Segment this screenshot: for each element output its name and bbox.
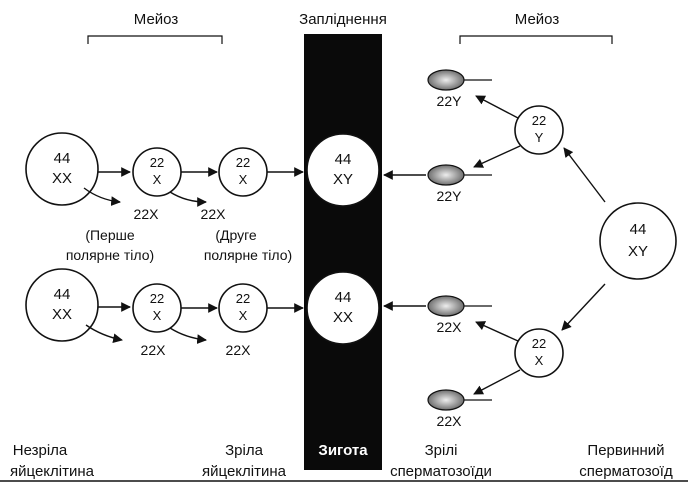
chromosome-number: 22: [236, 155, 250, 170]
immature-egg-bottom: 44 XX: [25, 268, 99, 342]
arrow: [475, 321, 519, 342]
polar-body-label: 22X: [201, 206, 227, 222]
sperm-label: 22Y: [437, 93, 463, 109]
sex-chromosomes: X: [153, 308, 162, 323]
arrow: [561, 283, 606, 331]
chromosome-number: 22: [236, 291, 250, 306]
sex-chromosomes: XX: [333, 309, 353, 326]
footer-mature-egg: яйцеклітина: [202, 463, 287, 480]
footer-zygote: Зигота: [318, 442, 368, 459]
chromosome-number: 44: [335, 151, 352, 168]
sperm-label: 22X: [437, 413, 463, 429]
sex-chromosomes: XY: [628, 243, 648, 260]
sex-chromosomes: X: [239, 308, 248, 323]
arrow: [475, 95, 519, 119]
chromosome-number: 22: [150, 155, 164, 170]
arrow: [473, 145, 521, 168]
header-meiosis-left: Мейоз: [134, 11, 179, 28]
sperm-cell-2: 22Y: [427, 164, 492, 204]
sex-chromosomes: X: [535, 353, 544, 368]
bracket-meiosis-left: [87, 35, 223, 44]
sperm-label: 22X: [437, 319, 463, 335]
sex-chromosomes: Y: [535, 130, 544, 145]
chromosome-number: 22: [532, 113, 546, 128]
arrow-polar-body: [169, 191, 207, 207]
polar-body-label: 22X: [226, 342, 252, 358]
primary-spermatocyte: 44 XY: [599, 202, 677, 280]
arrow: [563, 147, 606, 203]
secondary-spermatocyte-y: 22 Y: [514, 105, 564, 155]
arrow-polar-body: [85, 324, 123, 344]
footer-mature-egg: Зріла: [225, 442, 263, 459]
secondary-spermatocyte-x: 22 X: [514, 328, 564, 378]
zygote-top: 44 XY: [306, 133, 380, 207]
footer-immature-egg: яйцеклітина: [10, 463, 95, 480]
sex-chromosomes: XX: [52, 306, 72, 323]
polar-body-label: 22X: [141, 342, 167, 358]
sperm-cell-1: 22Y: [427, 69, 492, 109]
chromosome-number: 22: [150, 291, 164, 306]
polar-body-label: полярне тіло): [66, 247, 154, 263]
polar-body-label: 22X: [134, 206, 160, 222]
sex-chromosomes: X: [153, 172, 162, 187]
sex-chromosomes: XX: [52, 170, 72, 187]
sex-chromosomes: X: [239, 172, 248, 187]
arrow-polar-body: [83, 187, 121, 206]
footer-mature-sperm: Зрілі: [425, 442, 458, 459]
arrow: [473, 369, 521, 395]
polar-body-label: (Друге: [215, 227, 257, 243]
egg-meiosis2-bottom: 22 X: [218, 283, 268, 333]
egg-meiosis1-top: 22 X: [132, 147, 182, 197]
egg-meiosis2-top: 22 X: [218, 147, 268, 197]
immature-egg-top: 44 XX: [25, 132, 99, 206]
header-meiosis-right: Мейоз: [515, 11, 560, 28]
bracket-meiosis-right: [459, 35, 613, 44]
footer-immature-egg: Незріла: [13, 442, 68, 459]
footer-primary-sperm: Первинний: [587, 442, 664, 459]
zygote-bottom: 44 XX: [306, 271, 380, 345]
polar-body-label: (Перше: [85, 227, 135, 243]
chromosome-number: 44: [630, 221, 647, 238]
chromosome-number: 44: [335, 289, 352, 306]
chromosome-number: 44: [54, 286, 71, 303]
chromosome-number: 22: [532, 336, 546, 351]
footer-mature-sperm: сперматозоїди: [390, 463, 492, 480]
sperm-cell-3: 22X: [427, 295, 492, 335]
sperm-label: 22Y: [437, 188, 463, 204]
egg-meiosis1-bottom: 22 X: [132, 283, 182, 333]
chromosome-number: 44: [54, 150, 71, 167]
polar-body-label: полярне тіло): [204, 247, 292, 263]
footer-primary-sperm: сперматозоїд: [579, 463, 673, 480]
header-fertilization: Запліднення: [299, 11, 387, 28]
sex-chromosomes: XY: [333, 171, 353, 188]
fertilization-band: [304, 34, 382, 470]
arrow-polar-body: [169, 327, 207, 344]
sperm-cell-4: 22X: [427, 389, 492, 429]
